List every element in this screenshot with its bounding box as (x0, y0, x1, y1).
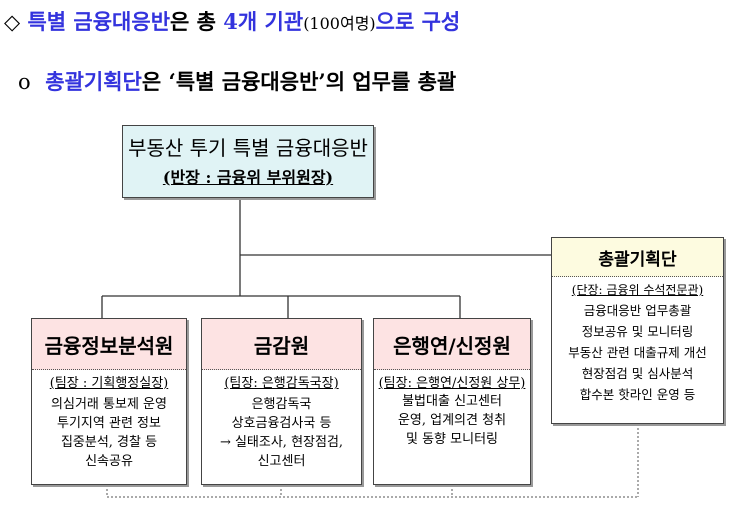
planning-title: 총괄기획단 (552, 238, 723, 277)
subheading: o 총괄기획단은 ‘특별 금융대응반’의 업무를 총괄 (18, 69, 457, 94)
diamond-icon: ◇ (4, 9, 21, 34)
unit-body: 불법대출 신고센터 운영, 업계의견 청취 및 동향 모니터링 (397, 394, 507, 447)
unit-title: 은행연/신정원 (374, 319, 530, 370)
unit-title: 금감원 (202, 319, 361, 370)
circle-bullet-icon: o (18, 70, 31, 94)
unit-lead: (팀장: 은행연/신정원 상무) (378, 376, 526, 391)
planning-lead: (단장: 금융위 수석전문관) (571, 283, 704, 297)
unit-body: 의심거래 통보제 운영 투기지역 관련 정보 집중분석, 경찰 등 신속공유 (51, 397, 167, 469)
unit-body: 은행감독국 상호금융검사국 등 → 실태조사, 현장점검, 신고센터 (219, 397, 344, 469)
unit-title: 금융정보분석원 (32, 319, 186, 370)
unit-lead: (팀장: 은행감독국장) (224, 376, 339, 391)
top-box-title: 부동산 투기 특별 금융대응반 (128, 136, 368, 160)
unit-box-banks: 은행연/신정원 (팀장: 은행연/신정원 상무) 불법대출 신고센터 운영, 업… (373, 318, 531, 485)
unit-box-fss: 금감원 (팀장: 은행감독국장) 은행감독국 상호금융검사국 등 → 실태조사,… (201, 318, 362, 485)
planning-body: 금융대응반 업무총괄 정보공유 및 모니터링 부동산 관련 대출규제 개선 현장… (568, 303, 707, 402)
unit-box-fiu: 금융정보분석원 (팀장 : 기획행정실장) 의심거래 통보제 운영 투기지역 관… (31, 318, 187, 485)
top-box-lead: (반장 : 금융위 부위원장) (162, 168, 334, 187)
unit-lead: (팀장 : 기획행정실장) (49, 376, 169, 391)
top-box: 부동산 투기 특별 금융대응반 (반장 : 금융위 부위원장) (122, 125, 374, 198)
heading: ◇ 특별 금융대응반은 총 4개 기관(100여명)으로 구성 (4, 9, 461, 34)
planning-box: 총괄기획단 (단장: 금융위 수석전문관) 금융대응반 업무총괄 정보공유 및 … (551, 237, 724, 424)
